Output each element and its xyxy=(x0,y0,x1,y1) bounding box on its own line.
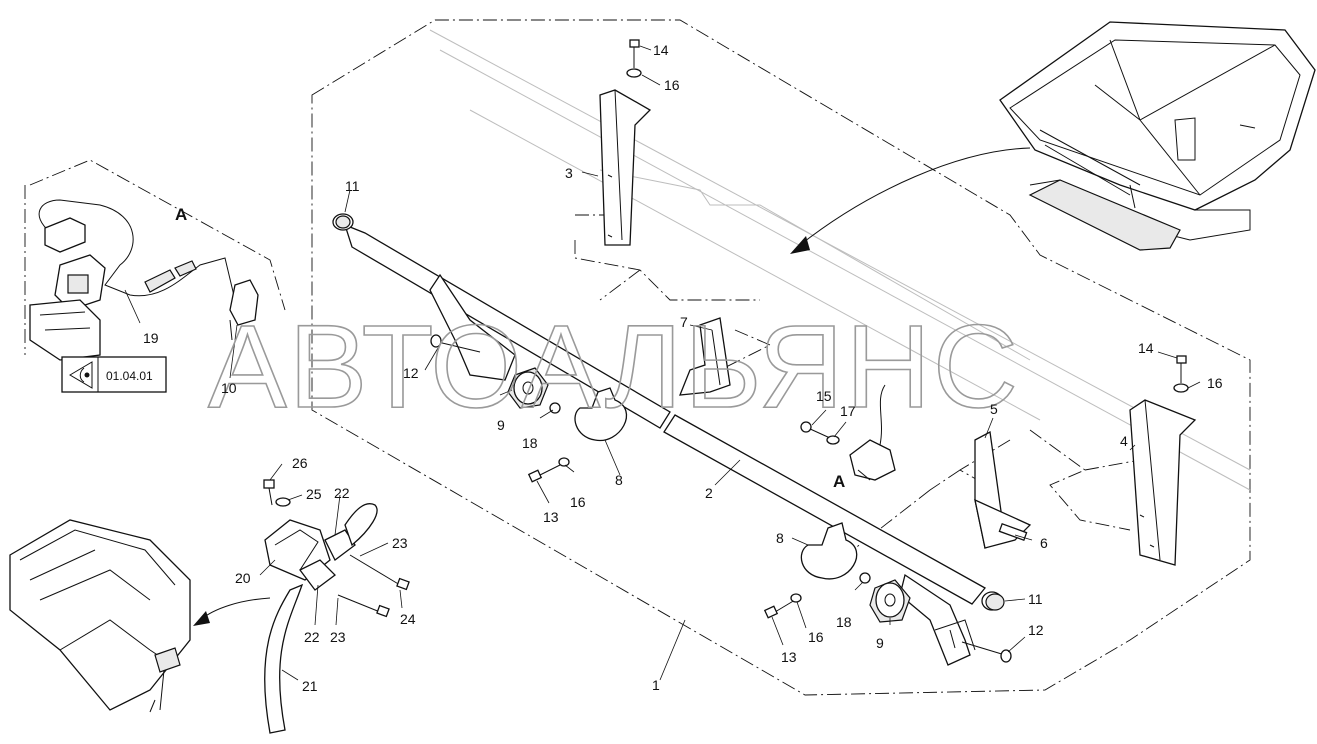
label-1: 1 xyxy=(652,677,660,693)
wiring-harness-19 xyxy=(29,199,259,361)
label-18-left: 18 xyxy=(522,435,538,451)
label-15: 15 xyxy=(816,388,832,404)
label-26: 26 xyxy=(292,455,308,471)
label-8-right: 8 xyxy=(776,530,784,546)
label-14-right: 14 xyxy=(1138,340,1154,356)
label-16-right: 16 xyxy=(1207,375,1223,391)
bracket-3 xyxy=(599,89,652,246)
label-17: 17 xyxy=(840,403,856,419)
label-2: 2 xyxy=(705,485,713,501)
label-16-right-low: 16 xyxy=(808,629,824,645)
label-9-right: 9 xyxy=(876,635,884,651)
label-24: 24 xyxy=(400,611,416,627)
label-23-bottom: 23 xyxy=(330,629,346,645)
lever-assembly xyxy=(263,479,410,618)
label-6: 6 xyxy=(1040,535,1048,551)
label-19: 19 xyxy=(143,330,159,346)
label-25: 25 xyxy=(306,486,322,502)
label-13-left: 13 xyxy=(543,509,559,525)
label-18-right: 18 xyxy=(836,614,852,630)
sensor-detail-a xyxy=(849,384,896,481)
bearing-9-left xyxy=(507,367,549,409)
label-11-left: 11 xyxy=(345,178,360,194)
clamp-8-right xyxy=(800,522,858,580)
label-8-left: 8 xyxy=(615,472,623,488)
bearing-9-right xyxy=(869,579,911,623)
label-12-right: 12 xyxy=(1028,622,1044,638)
clamp-8-left xyxy=(574,387,628,442)
label-21: 21 xyxy=(302,678,318,694)
frame-ghost xyxy=(429,29,1251,491)
callout-label-a: A xyxy=(833,472,845,491)
label-7: 7 xyxy=(680,314,688,330)
label-3: 3 xyxy=(565,165,573,181)
view-a-boundary xyxy=(24,159,286,355)
reference-code: 01.04.01 xyxy=(106,369,153,383)
part-number-labels: 1 2 3 4 5 6 7 8 8 9 9 10 11 11 12 12 13 … xyxy=(143,42,1223,694)
label-16-left-low: 16 xyxy=(570,494,586,510)
label-20: 20 xyxy=(235,570,251,586)
leader-lines xyxy=(124,45,1201,681)
support-arm-left xyxy=(429,273,516,381)
plate-5 xyxy=(974,430,1032,549)
guide-lines xyxy=(574,214,1141,561)
label-23-top: 23 xyxy=(392,535,408,551)
label-13-right: 13 xyxy=(781,649,797,665)
assembly-boundary xyxy=(311,19,1251,696)
hose-21 xyxy=(264,583,304,734)
label-4: 4 xyxy=(1120,433,1128,449)
label-14-top: 14 xyxy=(653,42,669,58)
label-16-top: 16 xyxy=(664,77,680,93)
watermark: АВТОАЛЬЯНС xyxy=(208,301,1020,433)
housing-arrowhead xyxy=(193,611,210,626)
label-10: 10 xyxy=(221,380,237,396)
location-arrow xyxy=(799,147,1031,246)
housing-arrow xyxy=(199,597,271,621)
label-9-left: 9 xyxy=(497,417,505,433)
label-11-right: 11 xyxy=(1028,591,1043,607)
view-label-a: A xyxy=(175,205,187,224)
hopper-assembly xyxy=(999,21,1316,251)
eye-icon xyxy=(69,361,93,389)
label-5: 5 xyxy=(990,401,998,417)
bracket-7 xyxy=(678,317,731,396)
reference-box xyxy=(61,356,167,393)
location-arrowhead xyxy=(790,236,810,254)
bracket-4 xyxy=(1129,399,1197,566)
housing-ghost xyxy=(9,519,191,713)
label-12-left: 12 xyxy=(403,365,419,381)
label-22-top: 22 xyxy=(334,485,350,501)
fasteners xyxy=(335,39,1189,663)
label-22-bottom: 22 xyxy=(304,629,320,645)
